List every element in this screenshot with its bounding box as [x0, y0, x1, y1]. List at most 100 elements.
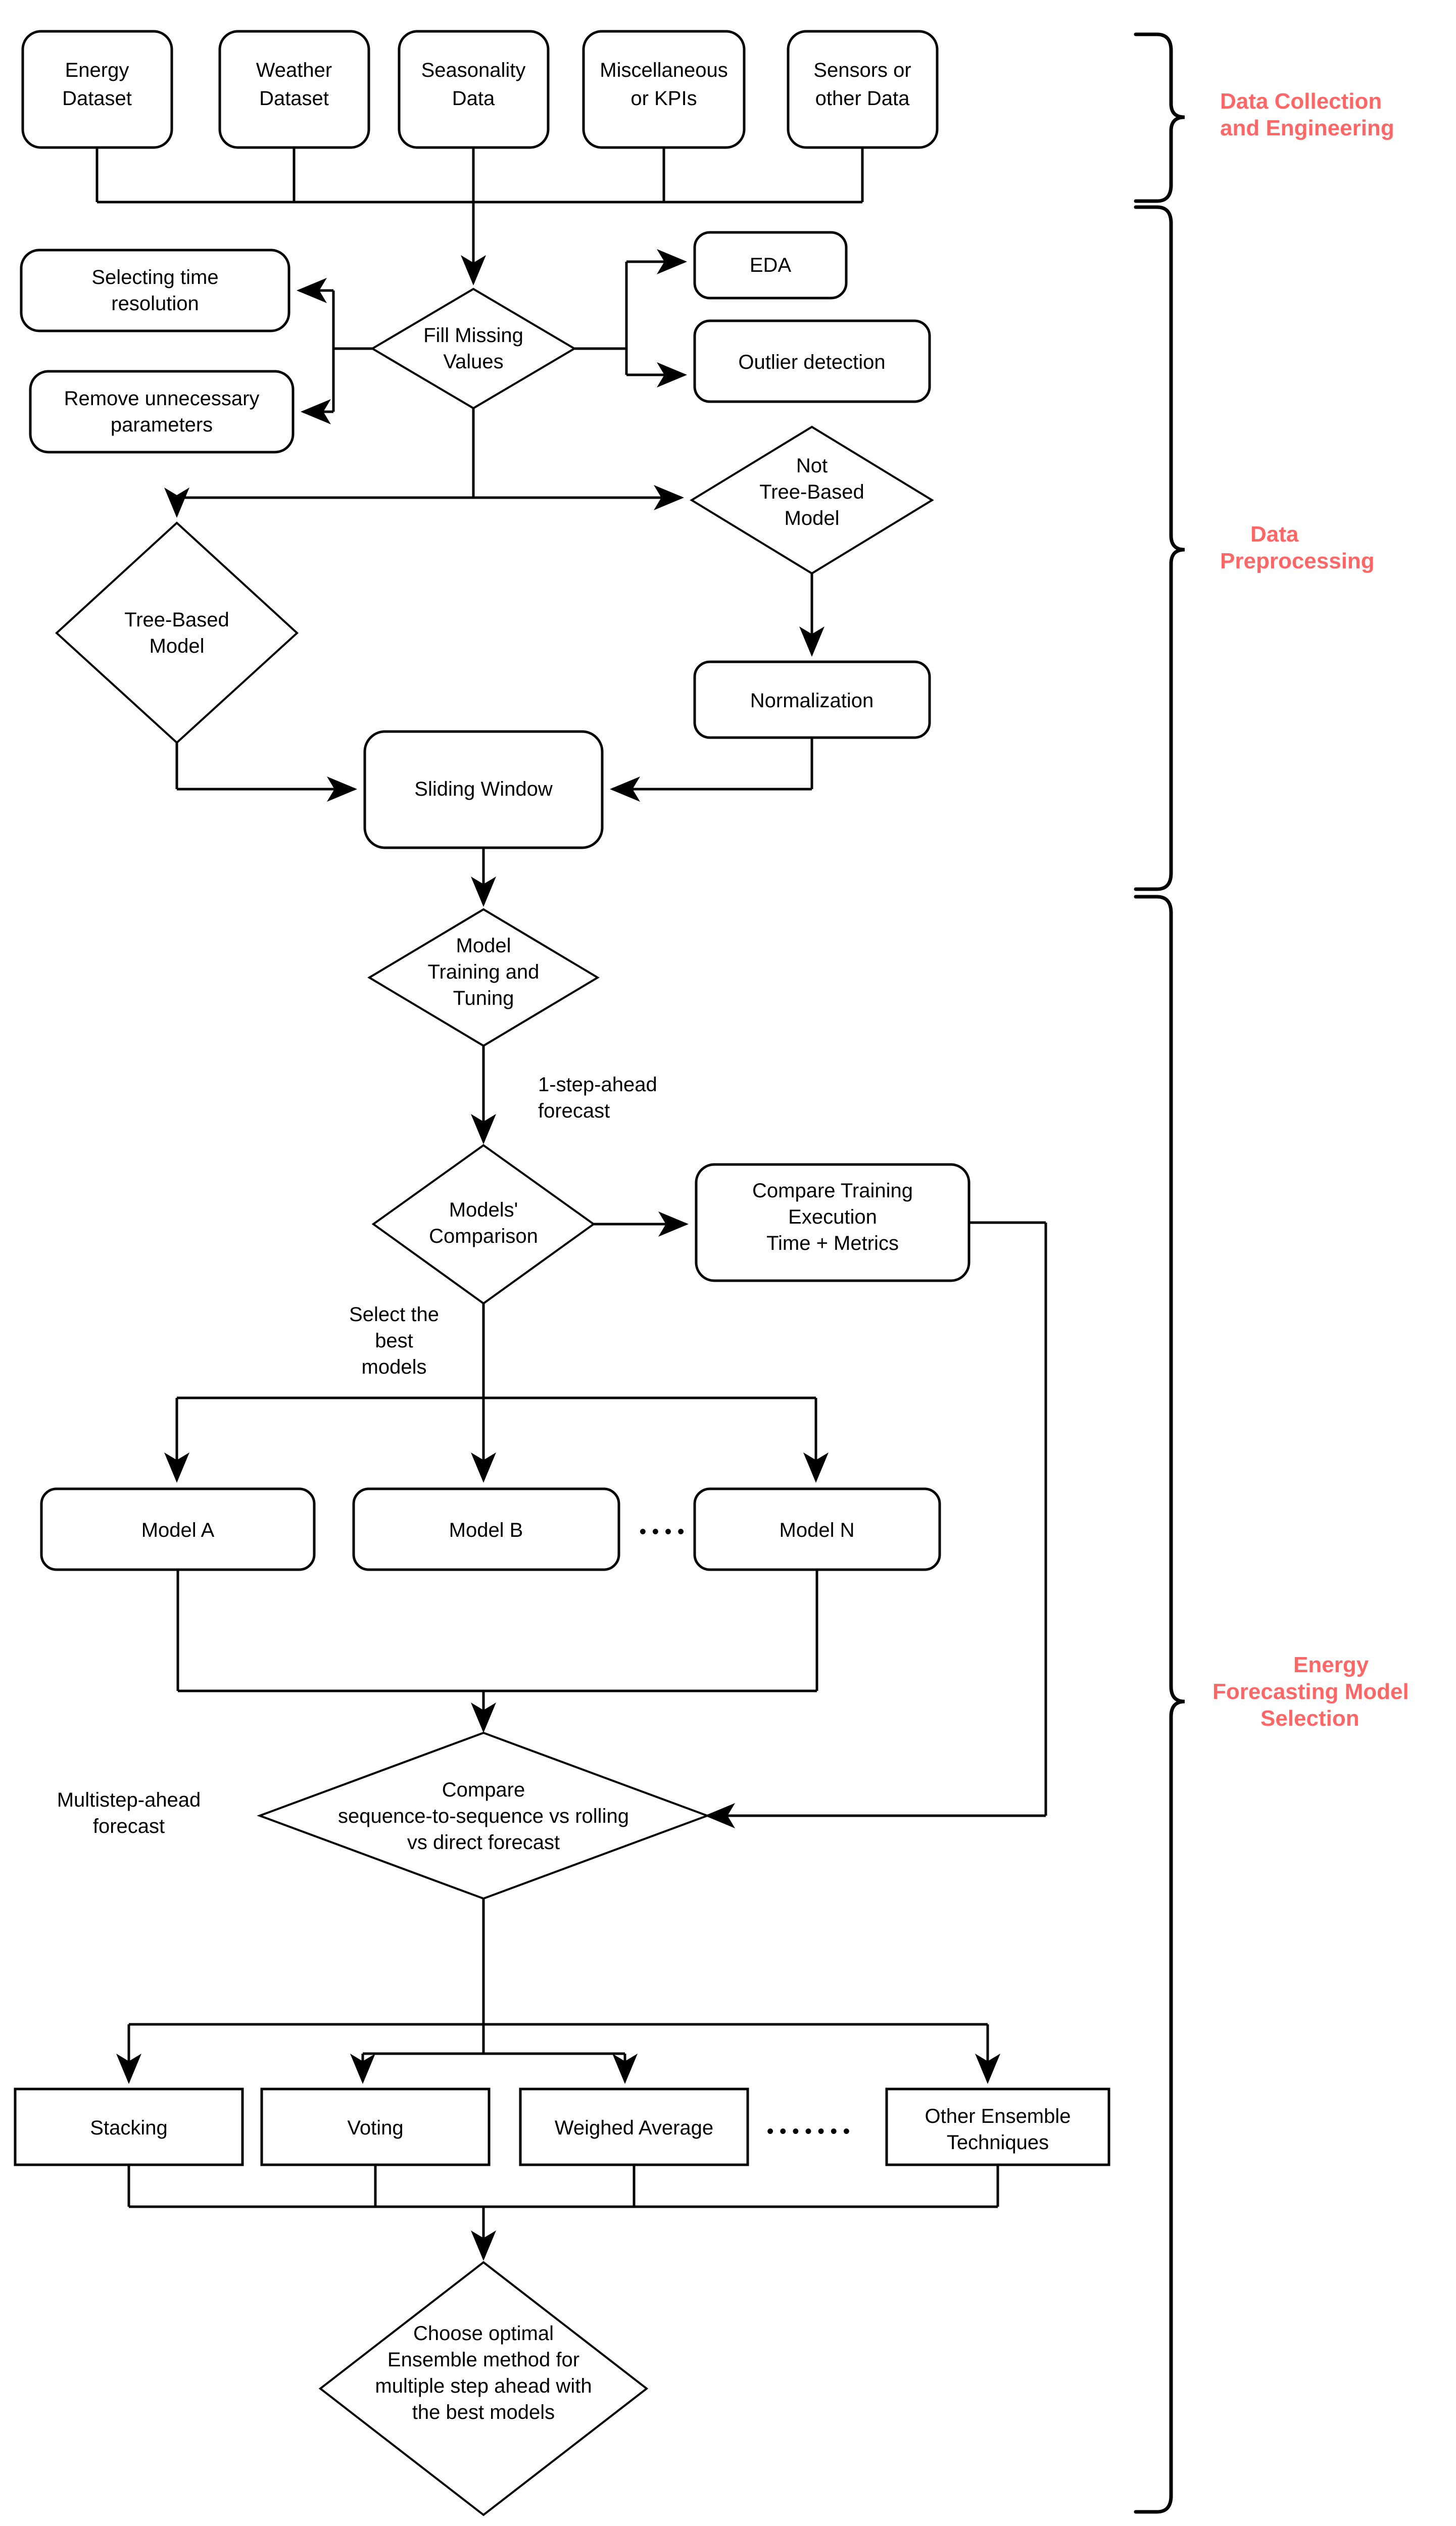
- phase-label-line: Energy: [1293, 1653, 1369, 1677]
- node-label: Time + Metrics: [766, 1232, 899, 1254]
- node-label: Weighed Average: [555, 2117, 713, 2139]
- node-label: Fill Missing: [423, 324, 523, 347]
- box-remove-unnecessary-parameters[interactable]: Remove unnecessary parameters: [29, 370, 295, 454]
- box-weighed-average[interactable]: Weighed Average: [519, 2087, 749, 2166]
- edge-label-line: Select the: [349, 1303, 439, 1326]
- box-normalization[interactable]: Normalization: [693, 660, 931, 739]
- edge-label-line: best: [375, 1330, 413, 1352]
- node-label: Comparison: [429, 1225, 538, 1247]
- node-label: Model N: [780, 1519, 855, 1541]
- connector-to-sliding-window: [175, 738, 813, 802]
- phase-brace-data-preprocessing: [1134, 205, 1185, 891]
- source-label: Data: [452, 87, 495, 110]
- connector-model-row-to-compare-sequence: [176, 1570, 818, 1733]
- node-label: Compare Training: [752, 1180, 913, 1202]
- source-label: Dataset: [259, 87, 329, 110]
- box-voting[interactable]: Voting: [260, 2087, 491, 2166]
- node-label: Tree-Based: [759, 481, 864, 503]
- source-box-seasonality-data[interactable]: Seasonality Data: [398, 30, 550, 149]
- node-label: parameters: [111, 414, 213, 436]
- edge-label-line: forecast: [93, 1815, 165, 1837]
- node-label: Selecting time: [91, 266, 218, 288]
- edge-label-line: models: [362, 1356, 427, 1378]
- connector-fill-missing-to-right-boxes: [574, 249, 687, 387]
- node-label: sequence-to-sequence vs rolling: [338, 1805, 629, 1827]
- node-label: Model: [785, 507, 840, 529]
- edge-label-multistep-ahead-forecast: Multistep-ahead forecast: [57, 1789, 201, 1837]
- source-label: Dataset: [62, 87, 132, 110]
- node-label: multiple step ahead with: [375, 2375, 592, 2397]
- connector-ensemble-row-to-choose-optimal: [127, 2165, 999, 2261]
- phase-label-line: and Engineering: [1220, 116, 1394, 140]
- phase-label-line: Preprocessing: [1220, 549, 1375, 573]
- source-box-misc-kpis[interactable]: Miscellaneous or KPIs: [582, 30, 746, 149]
- box-compare-training-execution[interactable]: Compare Training Execution Time + Metric…: [695, 1163, 970, 1282]
- phase-label-data-collection: Data Collection and Engineering: [1220, 89, 1394, 140]
- connector-fill-missing-to-tree-branches: [164, 408, 684, 518]
- node-label: Techniques: [947, 2131, 1049, 2154]
- ellipsis-models-row: • • • •: [639, 1521, 684, 1543]
- node-label: vs direct forecast: [407, 1831, 560, 1854]
- box-model-a[interactable]: Model A: [40, 1487, 316, 1571]
- source-label: Seasonality: [421, 59, 526, 81]
- ellipsis-ensemble-row: • • • • • • •: [767, 2120, 850, 2143]
- node-label: Values: [443, 351, 503, 373]
- source-label: Miscellaneous: [600, 59, 727, 81]
- node-label: Not: [796, 455, 828, 477]
- source-box-energy-dataset[interactable]: Energy Dataset: [21, 30, 173, 149]
- node-label: Outlier detection: [738, 351, 885, 373]
- decision-fill-missing-values[interactable]: Fill Missing Values: [370, 287, 576, 410]
- box-model-n[interactable]: Model N: [693, 1487, 941, 1571]
- box-outlier-detection[interactable]: Outlier detection: [693, 319, 931, 403]
- box-sliding-window[interactable]: Sliding Window: [363, 730, 604, 849]
- box-stacking[interactable]: Stacking: [14, 2087, 244, 2166]
- node-label: Model: [456, 935, 511, 957]
- node-label: Voting: [347, 2117, 403, 2139]
- decision-tree-based-model[interactable]: Tree-Based Model: [55, 521, 299, 744]
- edge-label-line: 1-step-ahead: [538, 1074, 657, 1096]
- node-label: Models': [449, 1199, 518, 1221]
- source-label: Sensors or: [813, 59, 911, 81]
- box-other-ensemble-techniques[interactable]: Other Ensemble Techniques: [885, 2087, 1110, 2166]
- phase-label-energy-forecasting: Energy Forecasting Model Selection: [1212, 1653, 1409, 1731]
- node-label: Remove unnecessary: [64, 387, 260, 410]
- phase-label-data-preprocessing: Data Preprocessing: [1220, 522, 1375, 573]
- node-label: Choose optimal: [413, 2322, 554, 2345]
- source-label: or KPIs: [630, 87, 697, 110]
- node-label: Other Ensemble: [925, 2105, 1071, 2127]
- edge-label-select-the-best-models: Select the best models: [349, 1303, 439, 1378]
- source-box-weather-dataset[interactable]: Weather Dataset: [218, 30, 370, 149]
- source-label: other Data: [815, 87, 910, 110]
- connector-fill-missing-to-left-boxes: [297, 278, 372, 424]
- connector-compare-training-to-compare-sequence: [705, 1221, 1047, 1828]
- phase-label-line: Data: [1250, 522, 1299, 547]
- phase-label-line: Selection: [1260, 1706, 1360, 1731]
- box-model-b[interactable]: Model B: [352, 1487, 620, 1571]
- node-label: Tuning: [453, 987, 514, 1009]
- connector-compare-sequence-to-ensemble-row: [116, 1899, 1000, 2084]
- connector-models-comparison-to-model-row: [164, 1303, 829, 1483]
- source-box-sensors-other-data[interactable]: Sensors or other Data: [787, 30, 939, 149]
- node-label: resolution: [111, 293, 199, 315]
- node-label: the best models: [412, 2401, 555, 2423]
- node-label: Ensemble method for: [387, 2349, 579, 2371]
- box-selecting-time-resolution[interactable]: Selecting time resolution: [20, 249, 290, 332]
- node-label: Stacking: [90, 2117, 167, 2139]
- node-label: EDA: [750, 254, 792, 276]
- node-label: Tree-Based: [124, 609, 229, 631]
- node-label: Normalization: [750, 690, 874, 712]
- connector-sources-to-fill-missing: [95, 148, 864, 285]
- phase-label-line: Data Collection: [1220, 89, 1382, 114]
- node-label: Sliding Window: [414, 778, 553, 800]
- node-label: Compare: [442, 1779, 525, 1801]
- node-label: Model: [150, 635, 205, 657]
- decision-model-training-and-tuning[interactable]: Model Training and Tuning: [367, 908, 600, 1047]
- decision-not-tree-based-model[interactable]: Not Tree-Based Model: [690, 425, 934, 575]
- phase-brace-data-collection: [1134, 32, 1185, 203]
- node-label: Execution: [788, 1206, 877, 1228]
- source-label: Energy: [65, 59, 129, 81]
- edge-label-one-step-ahead-forecast: 1-step-ahead forecast: [538, 1074, 657, 1122]
- box-eda[interactable]: EDA: [693, 231, 848, 300]
- decision-choose-optimal-ensemble[interactable]: Choose optimal Ensemble method for multi…: [318, 2261, 649, 2516]
